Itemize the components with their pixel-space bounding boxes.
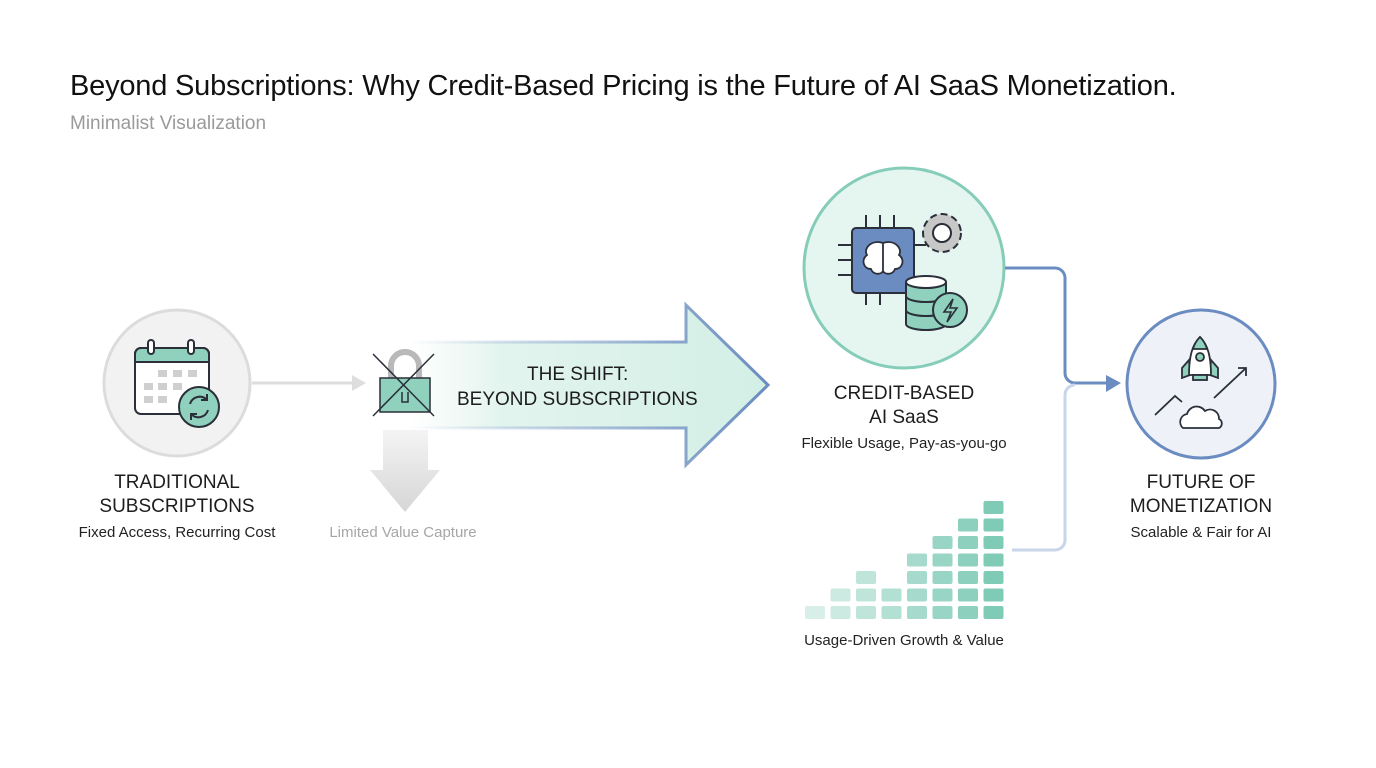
growth-bar-block [983,588,1004,602]
arrowhead [1106,375,1121,392]
future-title-line2: MONETIZATION [1129,496,1273,517]
growth-bar-block [881,588,902,602]
growth-bar-block [856,606,876,619]
credit-caption: Flexible Usage, Pay-as-you-go [801,435,1007,452]
ai-chip-brain-icon [838,215,926,305]
future-circle [1125,308,1277,460]
growth-bar-block [907,606,927,619]
lightning-icon [932,292,968,328]
growth-bar-block [907,553,927,567]
limited-caption: Limited Value Capture [329,524,477,541]
growth-bar-block [932,588,953,602]
credit-circle [802,166,1006,370]
growth-bar-block [805,606,825,619]
page-title: Beyond Subscriptions: Why Credit-Based P… [70,70,1177,102]
gear-icon [922,213,962,253]
growth-bar-block [856,588,876,602]
growth-bar-block [983,553,1004,567]
growth-bar-block [907,588,927,602]
refresh-icon [178,386,220,428]
growth-bar-block [958,553,978,567]
traditional-circle [102,308,252,458]
growth-bar-block [958,536,978,549]
growth-bar-block [932,606,953,619]
traditional-title-line1: TRADITIONAL [114,472,240,493]
growth-bar-block [907,571,927,584]
connector-arrow-gray [252,375,366,391]
growth-bar-block [958,518,978,532]
connector-credit-to-future [1005,266,1110,385]
crossed-lock-icon [372,349,435,417]
growth-bars [805,501,1004,619]
shift-line1: THE SHIFT: [527,364,629,385]
growth-bar-block [881,606,902,619]
credit-title: CREDIT-BASED AI SaaS [804,382,1004,430]
growth-bar-block [856,571,876,584]
growth-caption: Usage-Driven Growth & Value [804,632,1004,649]
traditional-caption: Fixed Access, Recurring Cost [78,524,276,541]
down-arrow [370,430,440,512]
traditional-title: TRADITIONAL SUBSCRIPTIONS [77,471,277,519]
growth-bar-block [983,536,1004,549]
shift-arrow [410,301,771,469]
rocket-icon [1154,335,1247,429]
shift-line2: BEYOND SUBSCRIPTIONS [457,389,698,410]
growth-bar-block [983,606,1004,619]
growth-bar-block [983,501,1004,514]
growth-bar-block [958,571,978,584]
credit-title-line2: AI SaaS [869,407,939,428]
traditional-title-line2: SUBSCRIPTIONS [99,496,255,517]
connector-growth-to-future [1012,383,1076,552]
future-caption: Scalable & Fair for AI [1130,524,1272,541]
shift-label: THE SHIFT: BEYOND SUBSCRIPTIONS [457,362,707,412]
future-title: FUTURE OF MONETIZATION [1101,471,1301,519]
growth-bar-block [932,571,953,584]
growth-bar-block [958,606,978,619]
growth-bar-block [830,588,851,602]
page-subtitle: Minimalist Visualization [70,113,267,134]
growth-bar-block [830,606,851,619]
growth-bar-block [958,588,978,602]
growth-bar-block [983,518,1004,532]
growth-bar-block [932,536,953,549]
credit-title-line1: CREDIT-BASED [833,383,975,404]
future-title-line1: FUTURE OF [1146,472,1256,493]
growth-bar-block [932,553,953,567]
growth-bar-block [983,571,1004,584]
